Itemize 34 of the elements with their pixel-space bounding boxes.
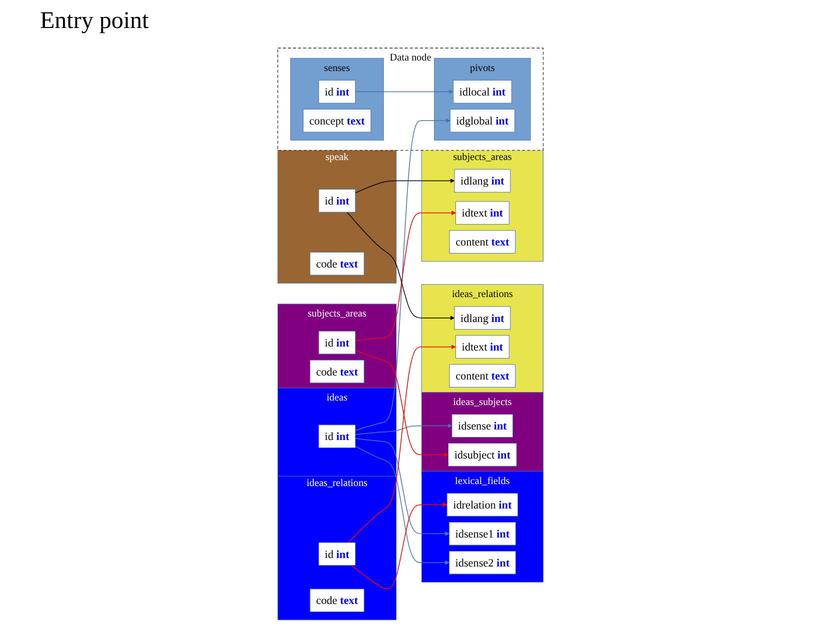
node-box: id int [318, 189, 356, 212]
node-box: idlang int [454, 306, 511, 330]
arrow [355, 89, 454, 94]
arrow [355, 446, 450, 565]
node-box: idsense int [452, 414, 514, 438]
node-box: idsense2 int [448, 550, 516, 574]
arrow [355, 178, 455, 194]
node-box: idsubject int [448, 443, 517, 466]
node-box: id int [318, 330, 356, 354]
node-box: content text [449, 364, 516, 388]
node-box: idglobal int [450, 108, 515, 132]
node-box: idtext int [455, 201, 510, 225]
node-box: idtext int [455, 335, 510, 359]
arrow [351, 502, 448, 590]
arrow [355, 438, 450, 536]
node-box: idlocal int [452, 80, 512, 104]
arrow [355, 118, 450, 431]
arrow [348, 344, 456, 543]
node-box: content text [449, 230, 516, 254]
arrow [346, 212, 455, 320]
arrow [355, 424, 452, 435]
node-box: id int [318, 80, 356, 104]
node-box: idlang int [454, 169, 511, 192]
node-box: concept text [302, 108, 372, 132]
node-box: code text [310, 588, 364, 612]
section-heading: Entry point [40, 8, 149, 34]
arrow [355, 350, 448, 457]
node-box: id int [318, 424, 356, 448]
node-box: id int [318, 542, 356, 566]
node-box: code text [310, 252, 364, 276]
node-box: idsense1 int [448, 522, 516, 546]
arrow [355, 210, 456, 341]
node-box: idrelation int [446, 493, 518, 516]
node-box: code text [310, 360, 364, 384]
